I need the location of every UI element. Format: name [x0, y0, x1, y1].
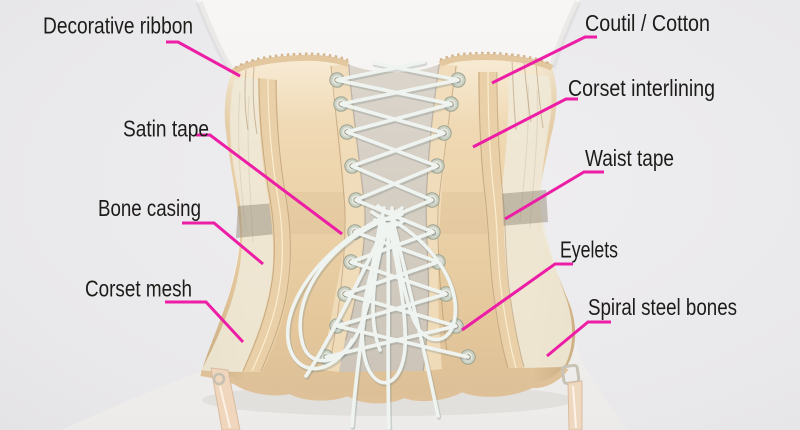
waist-tape-band-left [236, 203, 276, 238]
label-bone-casing: Bone casing [98, 195, 201, 221]
labels: Decorative ribbon Coutil / Cotton Satin … [43, 10, 737, 320]
label-coutil-cotton: Coutil / Cotton [585, 10, 710, 36]
leader-satin-tape [196, 133, 343, 236]
label-corset-mesh: Corset mesh [85, 276, 192, 302]
bottom-edge-binding [200, 366, 569, 404]
leader-corset-mesh [165, 300, 245, 344]
seam-highlights [251, 71, 517, 372]
leader-waist-tape [504, 170, 604, 221]
label-spiral-steel-bones: Spiral steel bones [588, 294, 737, 320]
leader-bone-casing [182, 221, 264, 266]
label-waist-tape: Waist tape [585, 145, 674, 171]
top-edge-binding [231, 51, 554, 75]
mannequin-edge-shadow [195, 0, 582, 73]
garter-ring-left [212, 372, 226, 386]
garter-left [210, 367, 241, 430]
leader-lines [165, 35, 611, 358]
garter-right [560, 363, 583, 430]
decorative-ribbon-trim [234, 51, 551, 70]
leader-spiral-steel-bones [546, 320, 611, 358]
leader-eyelets [461, 262, 573, 332]
label-eyelets: Eyelets [560, 237, 618, 263]
label-corset-interlining: Corset interlining [568, 75, 715, 101]
leader-decorative-ribbon [166, 40, 241, 78]
leader-corset-interlining [472, 97, 578, 149]
mesh-panel-left [201, 77, 274, 372]
label-decorative-ribbon: Decorative ribbon [43, 13, 193, 39]
bone-casing-strip-left [242, 78, 292, 372]
label-satin-tape: Satin tape [123, 116, 209, 142]
leader-coutil-cotton [491, 35, 597, 85]
